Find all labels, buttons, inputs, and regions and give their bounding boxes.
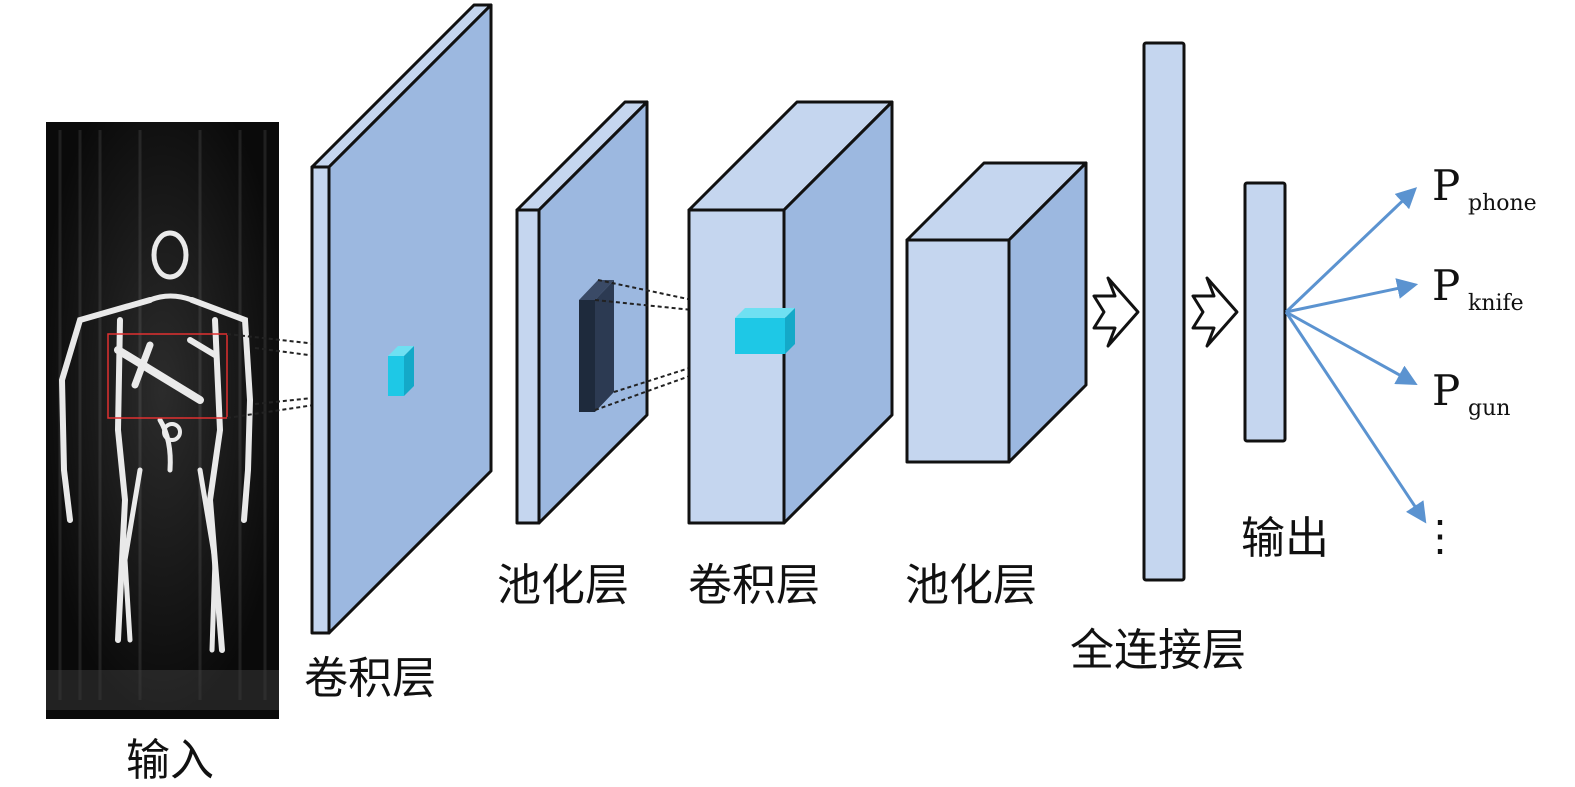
conv2-kernel [735,308,795,354]
prob-subscript: knife [1468,291,1524,316]
pool1-feature-block [579,280,614,412]
arrow-phone [1284,187,1418,314]
arrow-more [1284,311,1427,524]
output-class-knife: P knife [1432,261,1524,316]
label-output: 输出 [1241,513,1329,564]
detection-box [107,333,228,419]
prob-symbol: P [1432,366,1460,415]
pool-layer-2 [905,161,1088,464]
conv-layer-2 [687,100,894,525]
label-conv1: 卷积层 [304,653,436,704]
arrow-knife [1285,278,1419,314]
flow-arrow-1 [1092,276,1140,348]
fc-layer [1142,41,1186,582]
label-pool1: 池化层 [497,560,629,611]
label-conv2: 卷积层 [688,560,820,611]
conv-layer-1 [310,3,493,635]
input-scan-image [46,122,279,719]
prob-subscript: gun [1468,396,1510,421]
arrow-gun [1285,310,1418,386]
output-layer [1243,181,1287,443]
prob-symbol: P [1432,161,1460,210]
label-input: 输入 [126,735,214,786]
prob-symbol: P [1432,261,1460,310]
output-ellipsis: ⋮ [1419,511,1461,560]
output-class-phone: P phone [1432,161,1537,216]
label-pool2: 池化层 [905,560,1037,611]
conv1-kernel [388,346,414,396]
output-class-gun: P gun [1432,366,1510,421]
flow-arrow-2 [1191,276,1239,348]
prob-subscript: phone [1468,191,1537,216]
output-arrows [1284,187,1427,524]
label-fc: 全连接层 [1070,625,1246,676]
